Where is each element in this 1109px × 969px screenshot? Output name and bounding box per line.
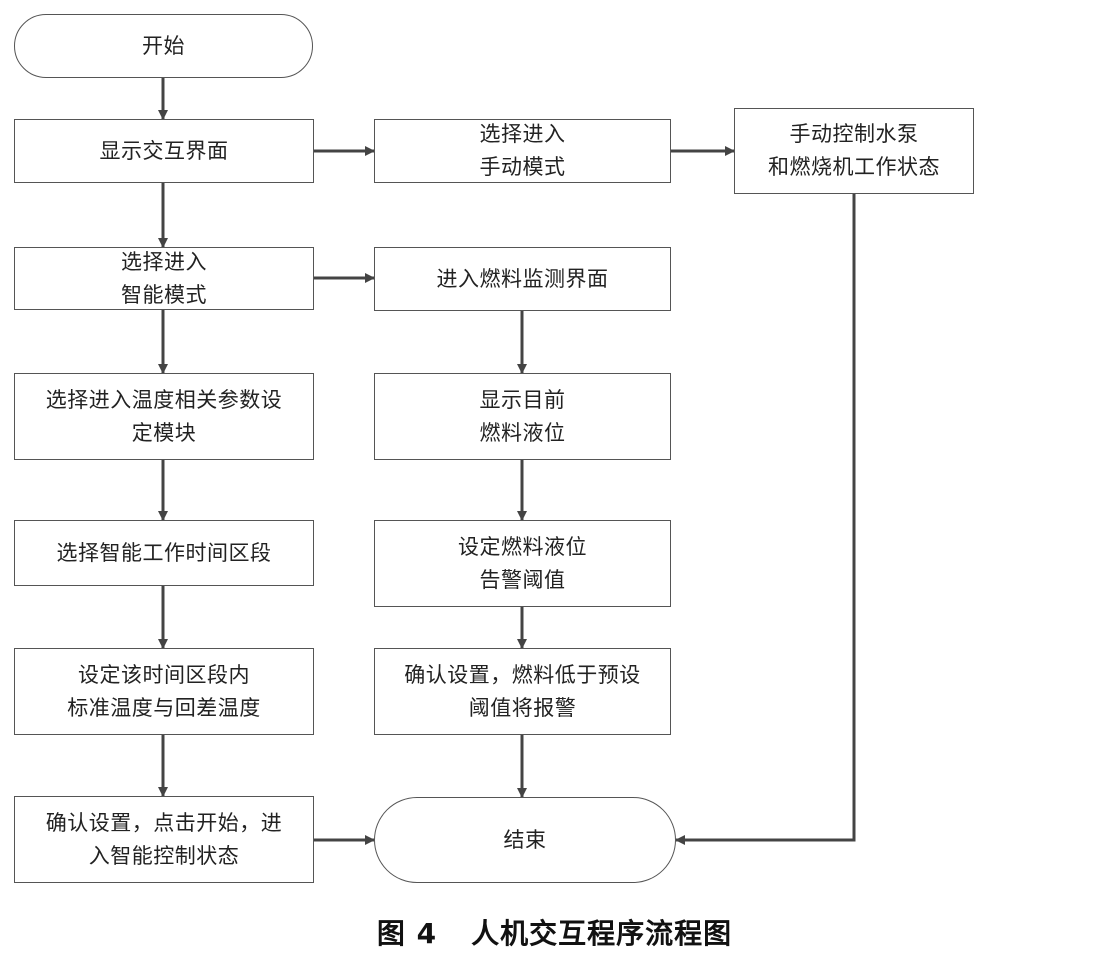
node-text-line: 手动模式: [479, 155, 566, 179]
node-text-line: 入智能控制状态: [88, 843, 240, 868]
node-text-line: 确认设置，点击开始，进: [45, 810, 283, 835]
start-terminal: 开始: [14, 14, 313, 78]
node-text-line: 选择进入: [479, 122, 566, 146]
end-terminal: 结束: [374, 797, 676, 883]
node-text-line: 标准温度与回差温度: [67, 695, 261, 720]
confirm-fuel-box: 确认设置，燃料低于预设阈值将报警: [374, 648, 671, 735]
node-text-line: 和燃烧机工作状态: [768, 155, 940, 179]
fuel-monitor-box: 进入燃料监测界面: [374, 247, 671, 311]
figure-number: 图 4: [376, 917, 438, 950]
fuel-alarm-box: 设定燃料液位告警阈值: [374, 520, 671, 607]
node-text-line: 设定该时间区段内: [78, 662, 250, 687]
temp-params-box: 选择进入温度相关参数设定模块: [14, 373, 314, 460]
node-text-line: 手动控制水泵: [789, 122, 919, 146]
node-text-line: 开始: [142, 33, 185, 58]
smart-mode-box: 选择进入智能模式: [14, 247, 314, 310]
node-text-line: 阈值将报警: [468, 695, 577, 720]
node-text-line: 设定燃料液位: [458, 534, 587, 559]
node-text-line: 显示交互界面: [99, 138, 229, 163]
node-text-line: 选择进入: [121, 249, 207, 274]
show-ui-box: 显示交互界面: [14, 119, 314, 183]
node-text-line: 进入燃料监测界面: [436, 266, 609, 291]
set-temps-box: 设定该时间区段内标准温度与回差温度: [14, 648, 314, 735]
figure-title: 人机交互程序流程图: [471, 917, 733, 950]
node-text-line: 确认设置，燃料低于预设: [404, 662, 641, 687]
node-text-line: 智能模式: [121, 282, 207, 307]
manual-control-box: 手动控制水泵和燃烧机工作状态: [734, 108, 974, 194]
node-text-line: 结束: [503, 827, 547, 852]
node-text-line: 选择智能工作时间区段: [56, 540, 272, 565]
arrow-manual-control-to-end: [675, 194, 856, 845]
fuel-level-box: 显示目前燃料液位: [374, 373, 671, 460]
node-text-line: 显示目前: [479, 387, 566, 412]
node-text-line: 选择进入温度相关参数设: [45, 387, 283, 412]
node-text-line: 定模块: [131, 420, 197, 445]
confirm-smart-box: 确认设置，点击开始，进入智能控制状态: [14, 796, 314, 883]
node-text-line: 燃料液位: [479, 420, 566, 445]
node-text-line: 告警阈值: [479, 567, 566, 592]
figure-caption: 图 4 人机交互程序流程图: [0, 912, 1109, 952]
manual-mode-box: 选择进入手动模式: [374, 119, 671, 183]
time-period-box: 选择智能工作时间区段: [14, 520, 314, 586]
